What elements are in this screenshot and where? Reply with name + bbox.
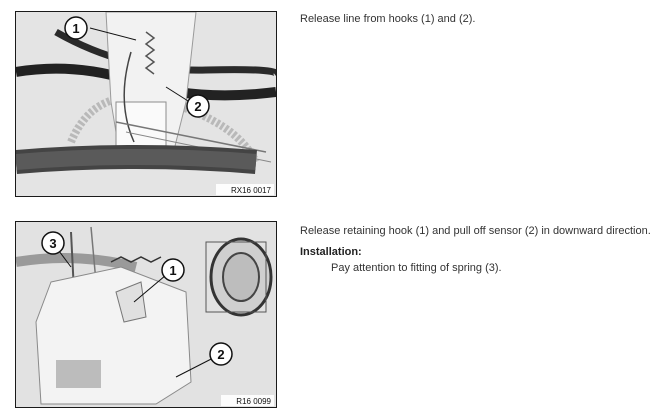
callout-1-label: 1 xyxy=(169,263,176,278)
callout-3-label: 3 xyxy=(49,236,56,251)
callout-2-label: 2 xyxy=(194,99,201,114)
figure-line-hooks-illustration: 1 2 RX16 0017 xyxy=(16,12,276,196)
figure-sensor-removal-illustration: 3 1 2 R16 0099 xyxy=(16,222,276,407)
callout-2-label: 2 xyxy=(217,347,224,362)
callout-2: 2 xyxy=(186,94,210,118)
installation-note: Pay attention to fitting of spring (3). xyxy=(331,262,502,274)
callout-1: 1 xyxy=(161,258,185,282)
figure-line-hooks: 1 2 RX16 0017 xyxy=(15,11,277,197)
step-1-text: Release line from hooks (1) and (2). xyxy=(300,13,476,25)
step-2-text: Release retaining hook (1) and pull off … xyxy=(300,225,650,237)
callout-1: 1 xyxy=(64,16,88,40)
figure-code: R16 0099 xyxy=(236,397,271,406)
callout-2: 2 xyxy=(209,342,233,366)
installation-heading: Installation: xyxy=(300,246,362,258)
figure-code: RX16 0017 xyxy=(231,186,272,195)
callout-1-label: 1 xyxy=(72,21,79,36)
figure-sensor-removal: 3 1 2 R16 0099 xyxy=(15,221,277,408)
callout-3: 3 xyxy=(41,231,65,255)
